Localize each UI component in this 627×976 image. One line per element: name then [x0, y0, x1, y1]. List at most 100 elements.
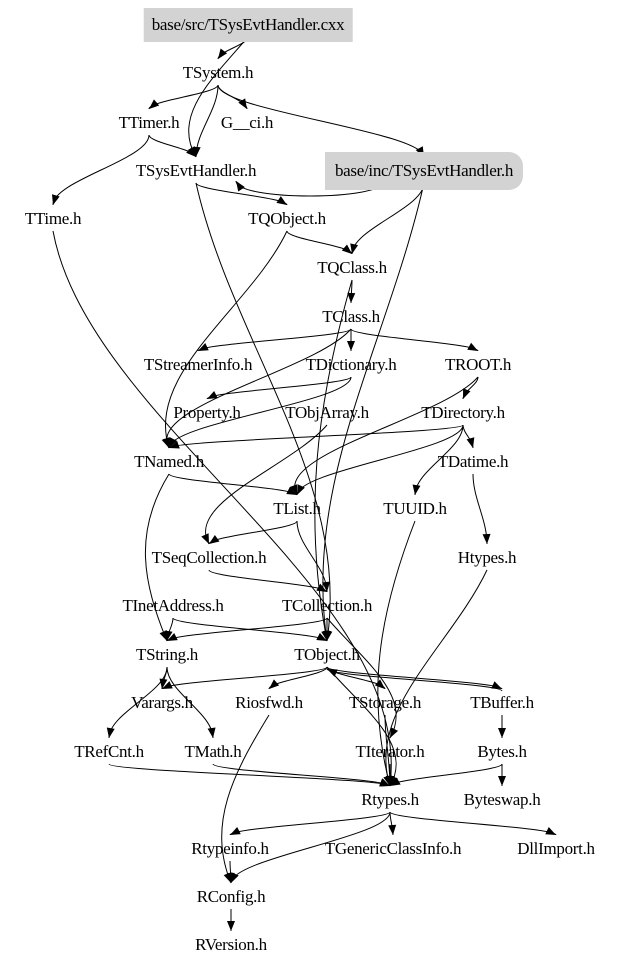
arrowhead-icon: [467, 342, 478, 351]
graph-node-rtypes[interactable]: Rtypes.h: [361, 790, 419, 809]
edge-rtypes-to-rtypeinfo: [229, 811, 391, 836]
edge-tcollection-to-tstring: [166, 617, 328, 642]
graph-node-tobject[interactable]: TObject.h: [294, 645, 360, 664]
graph-node-tbuffer[interactable]: TBuffer.h: [470, 693, 534, 712]
arrowhead-icon: [207, 390, 218, 399]
graph-node-tstring[interactable]: TString.h: [136, 645, 198, 664]
graph-node-riosfwd[interactable]: Riosfwd.h: [235, 693, 303, 712]
edge-tuuid-to-rtypes: [377, 520, 416, 787]
graph-node-tsystem[interactable]: TSystem.h: [182, 63, 254, 82]
arrowhead-icon: [482, 533, 491, 544]
graph-node-tdictionary[interactable]: TDictionary.h: [305, 355, 397, 374]
edge-tdirectory-to-tnamed: [168, 424, 464, 449]
graph-node-tqobject[interactable]: TQObject.h: [248, 209, 326, 228]
edge-tnamed-to-tstring: [145, 473, 170, 642]
arrowhead-icon: [236, 181, 245, 192]
graph-node-tgeneric-class-info[interactable]: TGenericClassInfo.h: [324, 839, 462, 858]
graph-node-tinet-address[interactable]: TInetAddress.h: [122, 596, 224, 615]
arrowhead-icon: [379, 778, 390, 786]
edge-tnamed-to-tlist: [168, 473, 298, 496]
arrowhead-icon: [390, 727, 399, 738]
arrowhead-icon: [466, 437, 475, 448]
graph-node-tref-cnt[interactable]: TRefCnt.h: [74, 742, 144, 761]
edge-tobject-to-rtypes: [326, 666, 397, 787]
arrowhead-icon: [201, 533, 209, 544]
edge-tdatime-to-htypes: [472, 473, 488, 545]
edge-ttimer-to-ttime: [52, 134, 150, 206]
arrowhead-icon: [289, 484, 298, 495]
graph-node-tlist[interactable]: TList.h: [273, 499, 321, 518]
edge-tclass-to-tstreamer-info: [197, 328, 352, 352]
arrowhead-icon: [161, 437, 170, 448]
edge-rtypes-to-dll-import: [389, 811, 557, 836]
graph-node-tobj-array[interactable]: TObjArray.h: [285, 403, 369, 422]
arrowhead-icon: [226, 872, 235, 883]
graph-node-rconfig[interactable]: RConfig.h: [196, 887, 266, 906]
graph-node-tclass[interactable]: TClass.h: [322, 307, 380, 326]
edge-rtypes-to-rconfig: [230, 811, 391, 884]
edge-tsys-evt-handler-to-tobject: [195, 182, 331, 642]
edge-tsystem-to-ttimer: [148, 84, 219, 110]
arrowhead-icon: [347, 341, 355, 351]
arrowhead-icon: [412, 484, 421, 495]
arrowhead-icon: [159, 630, 167, 641]
graph-node-htypes[interactable]: Htypes.h: [457, 548, 517, 567]
arrowhead-icon: [269, 679, 280, 689]
edge-tdirectory-to-tlist: [296, 424, 464, 496]
graph-node-byteswap[interactable]: Byteswap.h: [463, 790, 541, 809]
graph-node-tcollection[interactable]: TCollection.h: [281, 596, 373, 615]
graph-node-tuuid[interactable]: TUUID.h: [383, 499, 447, 518]
graph-node-inc-tsys-evt-handler[interactable]: base/inc/TSysEvtHandler.h: [324, 152, 524, 190]
graph-node-tstreamer-info[interactable]: TStreamerInfo.h: [143, 355, 253, 374]
arrowhead-icon: [323, 631, 331, 641]
graph-node-dll-import[interactable]: DllImport.h: [517, 839, 595, 858]
edge-ttime-to-rtypes: [52, 230, 392, 787]
arrowhead-icon: [388, 824, 397, 835]
arrowhead-icon: [463, 388, 471, 399]
arrowhead-icon: [276, 196, 287, 205]
arrowhead-icon: [227, 921, 235, 931]
arrowhead-icon: [316, 632, 327, 641]
arrowhead-icon: [51, 194, 60, 205]
graph-node-varargs[interactable]: Varargs.h: [131, 693, 193, 712]
graph-node-rtypeinfo[interactable]: Rtypeinfo.h: [191, 839, 269, 858]
edge-troot-to-tlist: [294, 376, 479, 496]
arrowhead-icon: [316, 583, 327, 592]
arrowhead-icon: [169, 440, 180, 449]
graph-node-tmath[interactable]: TMath.h: [184, 742, 242, 761]
arrowhead-icon: [207, 727, 216, 738]
arrowhead-icon: [162, 681, 173, 689]
arrowhead-icon: [238, 98, 247, 109]
arrowhead-icon: [149, 99, 160, 109]
graph-node-gci[interactable]: G__ci.h: [220, 113, 274, 132]
graph-node-tseq-collection[interactable]: TSeqCollection.h: [151, 548, 267, 567]
arrowhead-icon: [186, 147, 196, 157]
graph-node-ttime[interactable]: TTime.h: [24, 209, 82, 228]
graph-node-bytes[interactable]: Bytes.h: [477, 742, 527, 761]
arrowhead-icon: [498, 776, 506, 786]
graph-node-rversion[interactable]: RVersion.h: [195, 935, 267, 954]
graph-node-tsys-evt-handler[interactable]: TSysEvtHandler.h: [135, 161, 257, 180]
edge-tseq-collection-to-tcollection: [208, 569, 328, 593]
edge-tlist-to-tseq-collection: [208, 520, 298, 545]
arrowhead-icon: [341, 244, 352, 254]
arrowhead-icon: [545, 827, 556, 835]
graph-node-titerator[interactable]: TIterator.h: [355, 742, 425, 761]
arrowhead-icon: [491, 681, 502, 689]
graph-node-tnamed[interactable]: TNamed.h: [134, 452, 204, 471]
arrowhead-icon: [322, 581, 331, 592]
arrowhead-icon: [169, 437, 178, 448]
graph-node-tstorage[interactable]: TStorage.h: [348, 693, 422, 712]
graph-node-tdatime[interactable]: TDatime.h: [437, 452, 509, 471]
graph-node-tqclass[interactable]: TQClass.h: [317, 258, 387, 277]
arrowhead-icon: [209, 534, 220, 544]
edge-tobject-to-varargs: [161, 666, 328, 690]
graph-node-property[interactable]: Property.h: [173, 403, 241, 422]
edge-root-to-tsys-evt-handler: [188, 36, 249, 158]
graph-node-ttimer[interactable]: TTimer.h: [118, 113, 180, 132]
graph-node-troot[interactable]: TROOT.h: [444, 355, 512, 374]
graph-node-root[interactable]: base/src/TSysEvtHandler.cxx: [143, 8, 353, 42]
graph-node-tdirectory[interactable]: TDirectory.h: [421, 403, 505, 422]
arrowhead-icon: [385, 775, 394, 786]
